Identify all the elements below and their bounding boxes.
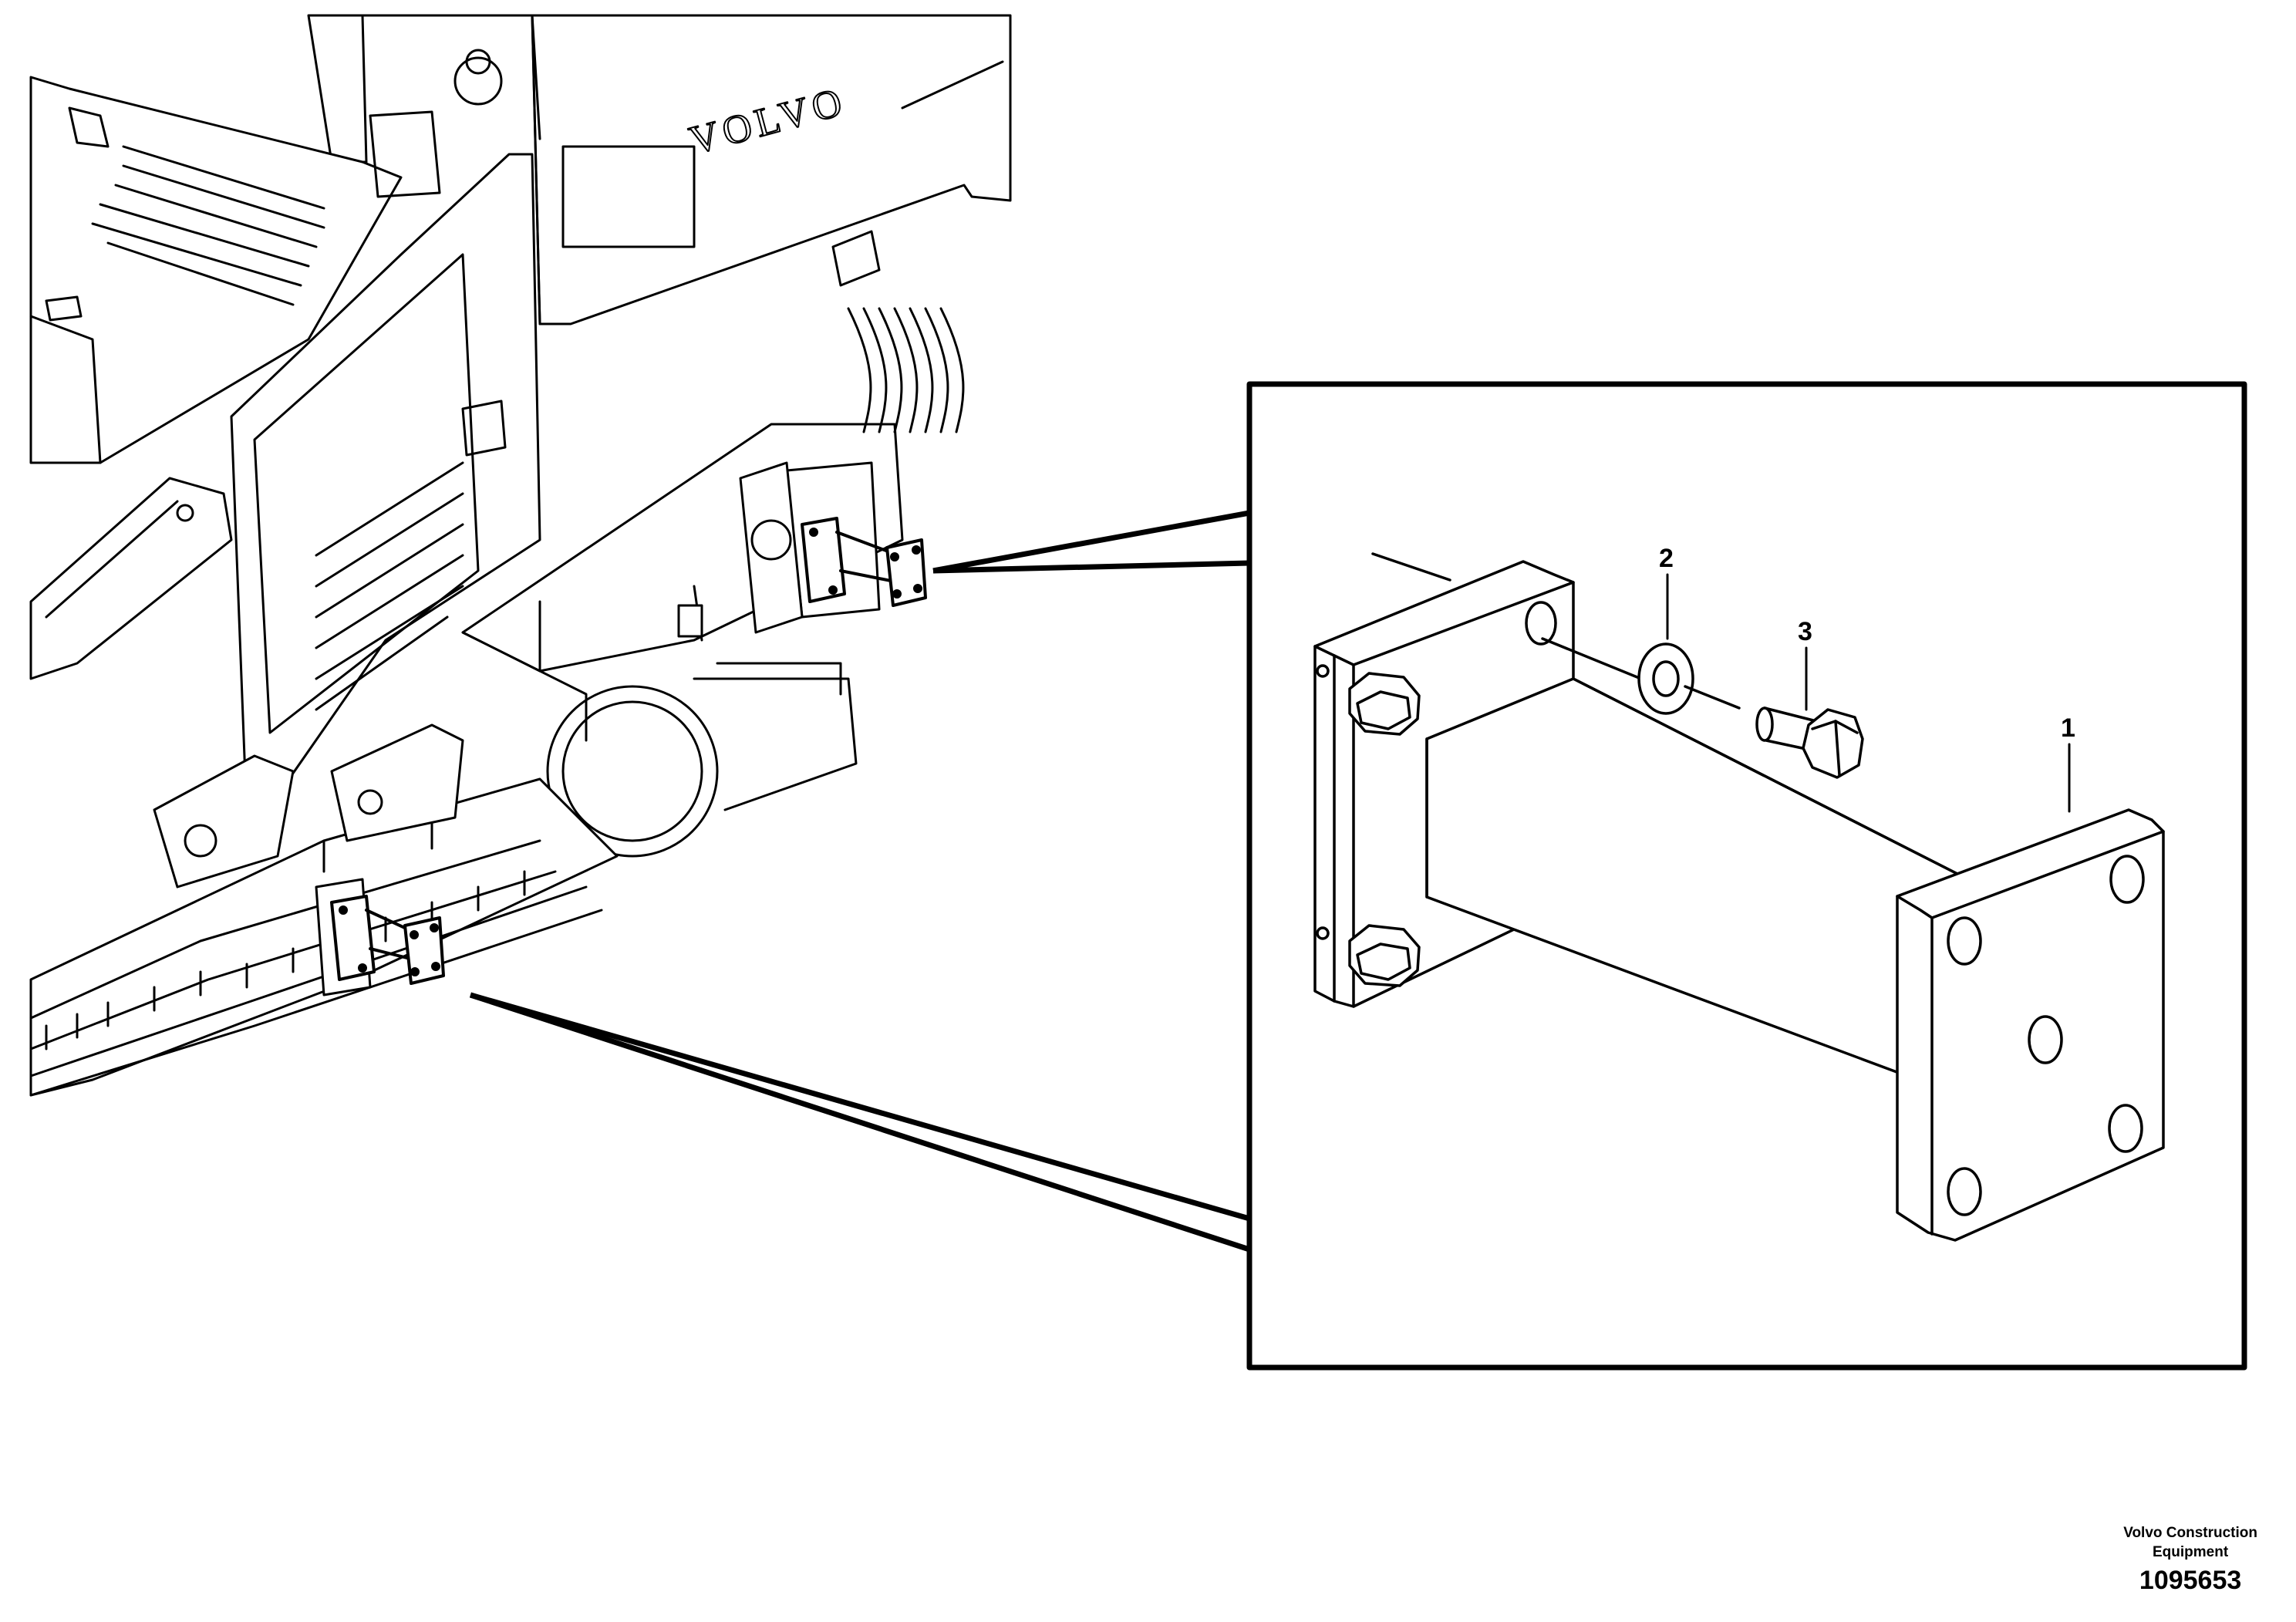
brand-line-2: Equipment: [2153, 1544, 2229, 1560]
machine-overview: VOLVO: [29, 14, 1012, 1097]
brand-line-1: Volvo Construction: [2123, 1525, 2257, 1541]
leader-lines: [469, 510, 1251, 1253]
washer-detail: [1541, 637, 1694, 715]
callout-part-3: 3: [1798, 617, 1812, 646]
footer-block: Volvo Construction Equipment 1095653: [2123, 1523, 2257, 1597]
callout-part-2: 2: [1659, 544, 1674, 573]
callout-part-1: 1: [2061, 713, 2075, 743]
tow-bracket-upper-small: [801, 517, 927, 607]
tow-bracket-lower-small: [330, 895, 445, 985]
tow-bracket-detail: [1313, 552, 2165, 1242]
document-number: 1095653: [2139, 1566, 2242, 1595]
bolt-detail: [1684, 685, 1864, 779]
callout-leaders: [1666, 573, 2071, 813]
